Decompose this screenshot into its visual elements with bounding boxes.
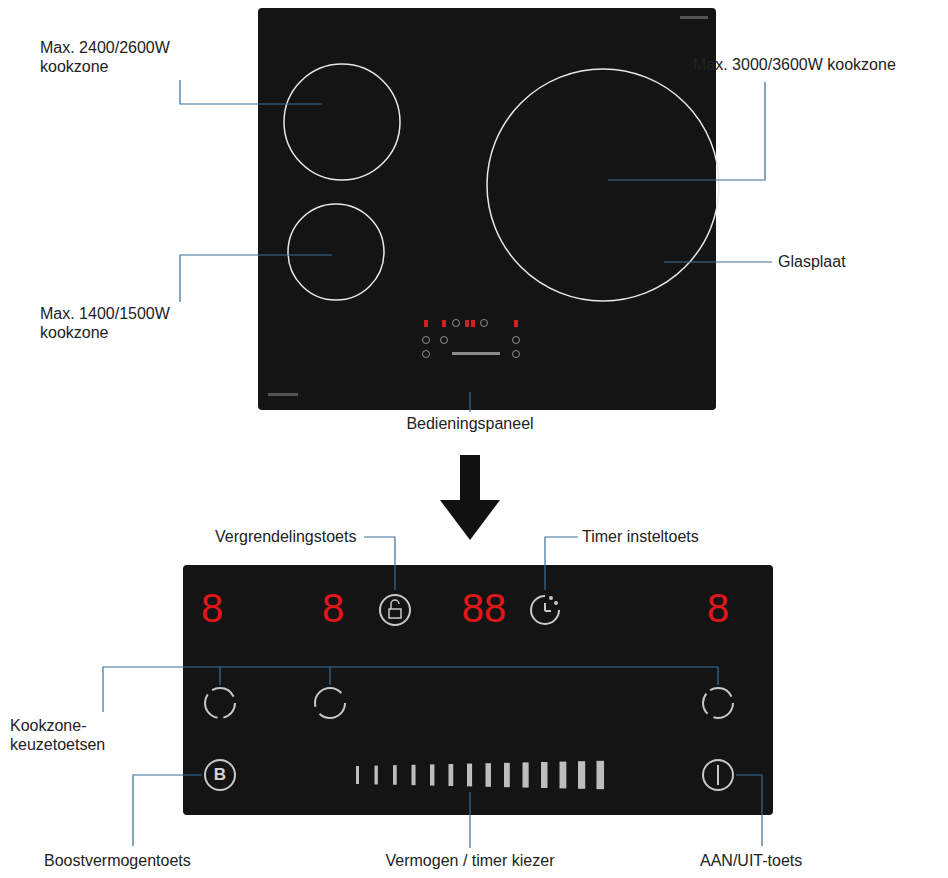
button-letter: B [214,765,226,785]
callout-label: AAN/UIT-toets [700,851,802,870]
slider-bar [449,764,454,786]
slider-bar [560,762,567,789]
slider-bar [393,765,397,785]
leader-lines [180,80,772,412]
callout-label: Glasplaat [778,252,846,271]
callout-label: Max. 1400/1500W kookzone [40,304,185,342]
digit-display: 8 [707,588,729,628]
slider-bar [375,766,378,785]
callout-label: Bedieningspaneel [406,414,533,433]
digit-display: 8 [322,588,344,628]
callout-label: Timer insteltoets [582,527,699,546]
callout-label: Max. 3000/3600W kookzone [693,55,896,74]
slider-bar [356,766,359,784]
slider-bar [486,763,491,787]
cooking-zone [288,204,384,300]
control-panel [183,565,773,815]
cooking-zone [284,64,400,180]
callout-label: Vergrendelingstoets [215,527,356,546]
callout-label: Max. 2400/2600W kookzone [40,38,185,76]
cooking-zone [487,69,719,301]
slider-bar [597,761,605,789]
mini-panel [268,16,708,396]
slider-bar [578,761,585,789]
slider-bar [430,764,434,785]
slider-bar [541,762,548,788]
callout-label: Vermogen / timer kiezer [386,851,555,870]
callout-label: Boostvermogentoets [44,851,191,870]
digit-display: 88 [462,588,507,628]
digit-display: 8 [201,588,223,628]
callout-label: Kookzone- keuzetoetsen [10,716,120,754]
leader-lines [103,537,762,848]
power-slider [356,761,604,789]
slider-bar [504,763,510,787]
slider-bar [523,762,529,787]
slider-bar [467,764,472,787]
zoom-arrow [440,455,500,540]
slider-bar [412,765,416,785]
glass-plate [258,8,716,410]
